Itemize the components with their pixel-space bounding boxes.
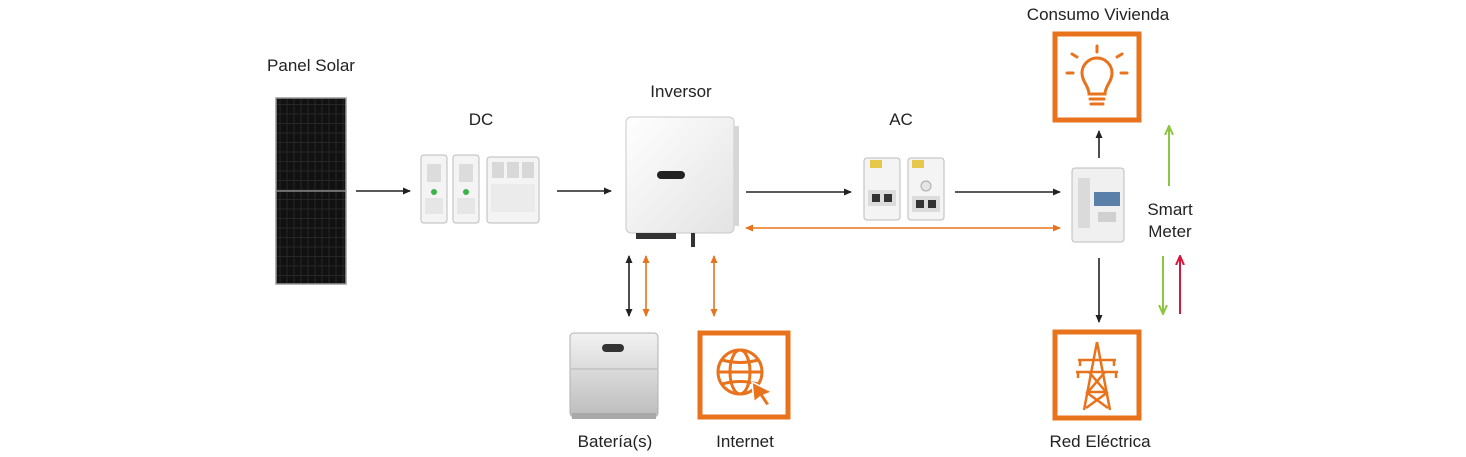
- consumo-vivienda-label: Consumo Vivienda: [1026, 5, 1170, 24]
- red-electrica-label: Red Eléctrica: [1049, 432, 1151, 451]
- light-bulb-icon: [1065, 44, 1129, 106]
- internet-label: Internet: [716, 432, 774, 451]
- globe-cursor-icon: [716, 348, 774, 407]
- ac-label: AC: [889, 110, 913, 129]
- dc-breakers-image: [420, 154, 540, 224]
- bateria-label: Batería(s): [577, 432, 653, 451]
- battery-image: [569, 332, 659, 419]
- smart-meter-image: [1071, 167, 1125, 243]
- panel-solar-label: Panel Solar: [267, 56, 355, 75]
- red-electrica-box: [1052, 329, 1142, 421]
- internet-box: [697, 330, 791, 420]
- consumo-vivienda-box: [1052, 31, 1142, 123]
- dc-label: DC: [468, 110, 494, 129]
- inverter-image: [625, 116, 739, 247]
- smart-meter-label-line1: Smart: [1147, 200, 1193, 219]
- inversor-label: Inversor: [650, 82, 712, 101]
- power-tower-icon: [1076, 341, 1118, 411]
- solar-panel-image: [275, 97, 347, 285]
- smart-meter-label-line2: Meter: [1148, 222, 1192, 241]
- ac-breakers-image: [863, 157, 945, 221]
